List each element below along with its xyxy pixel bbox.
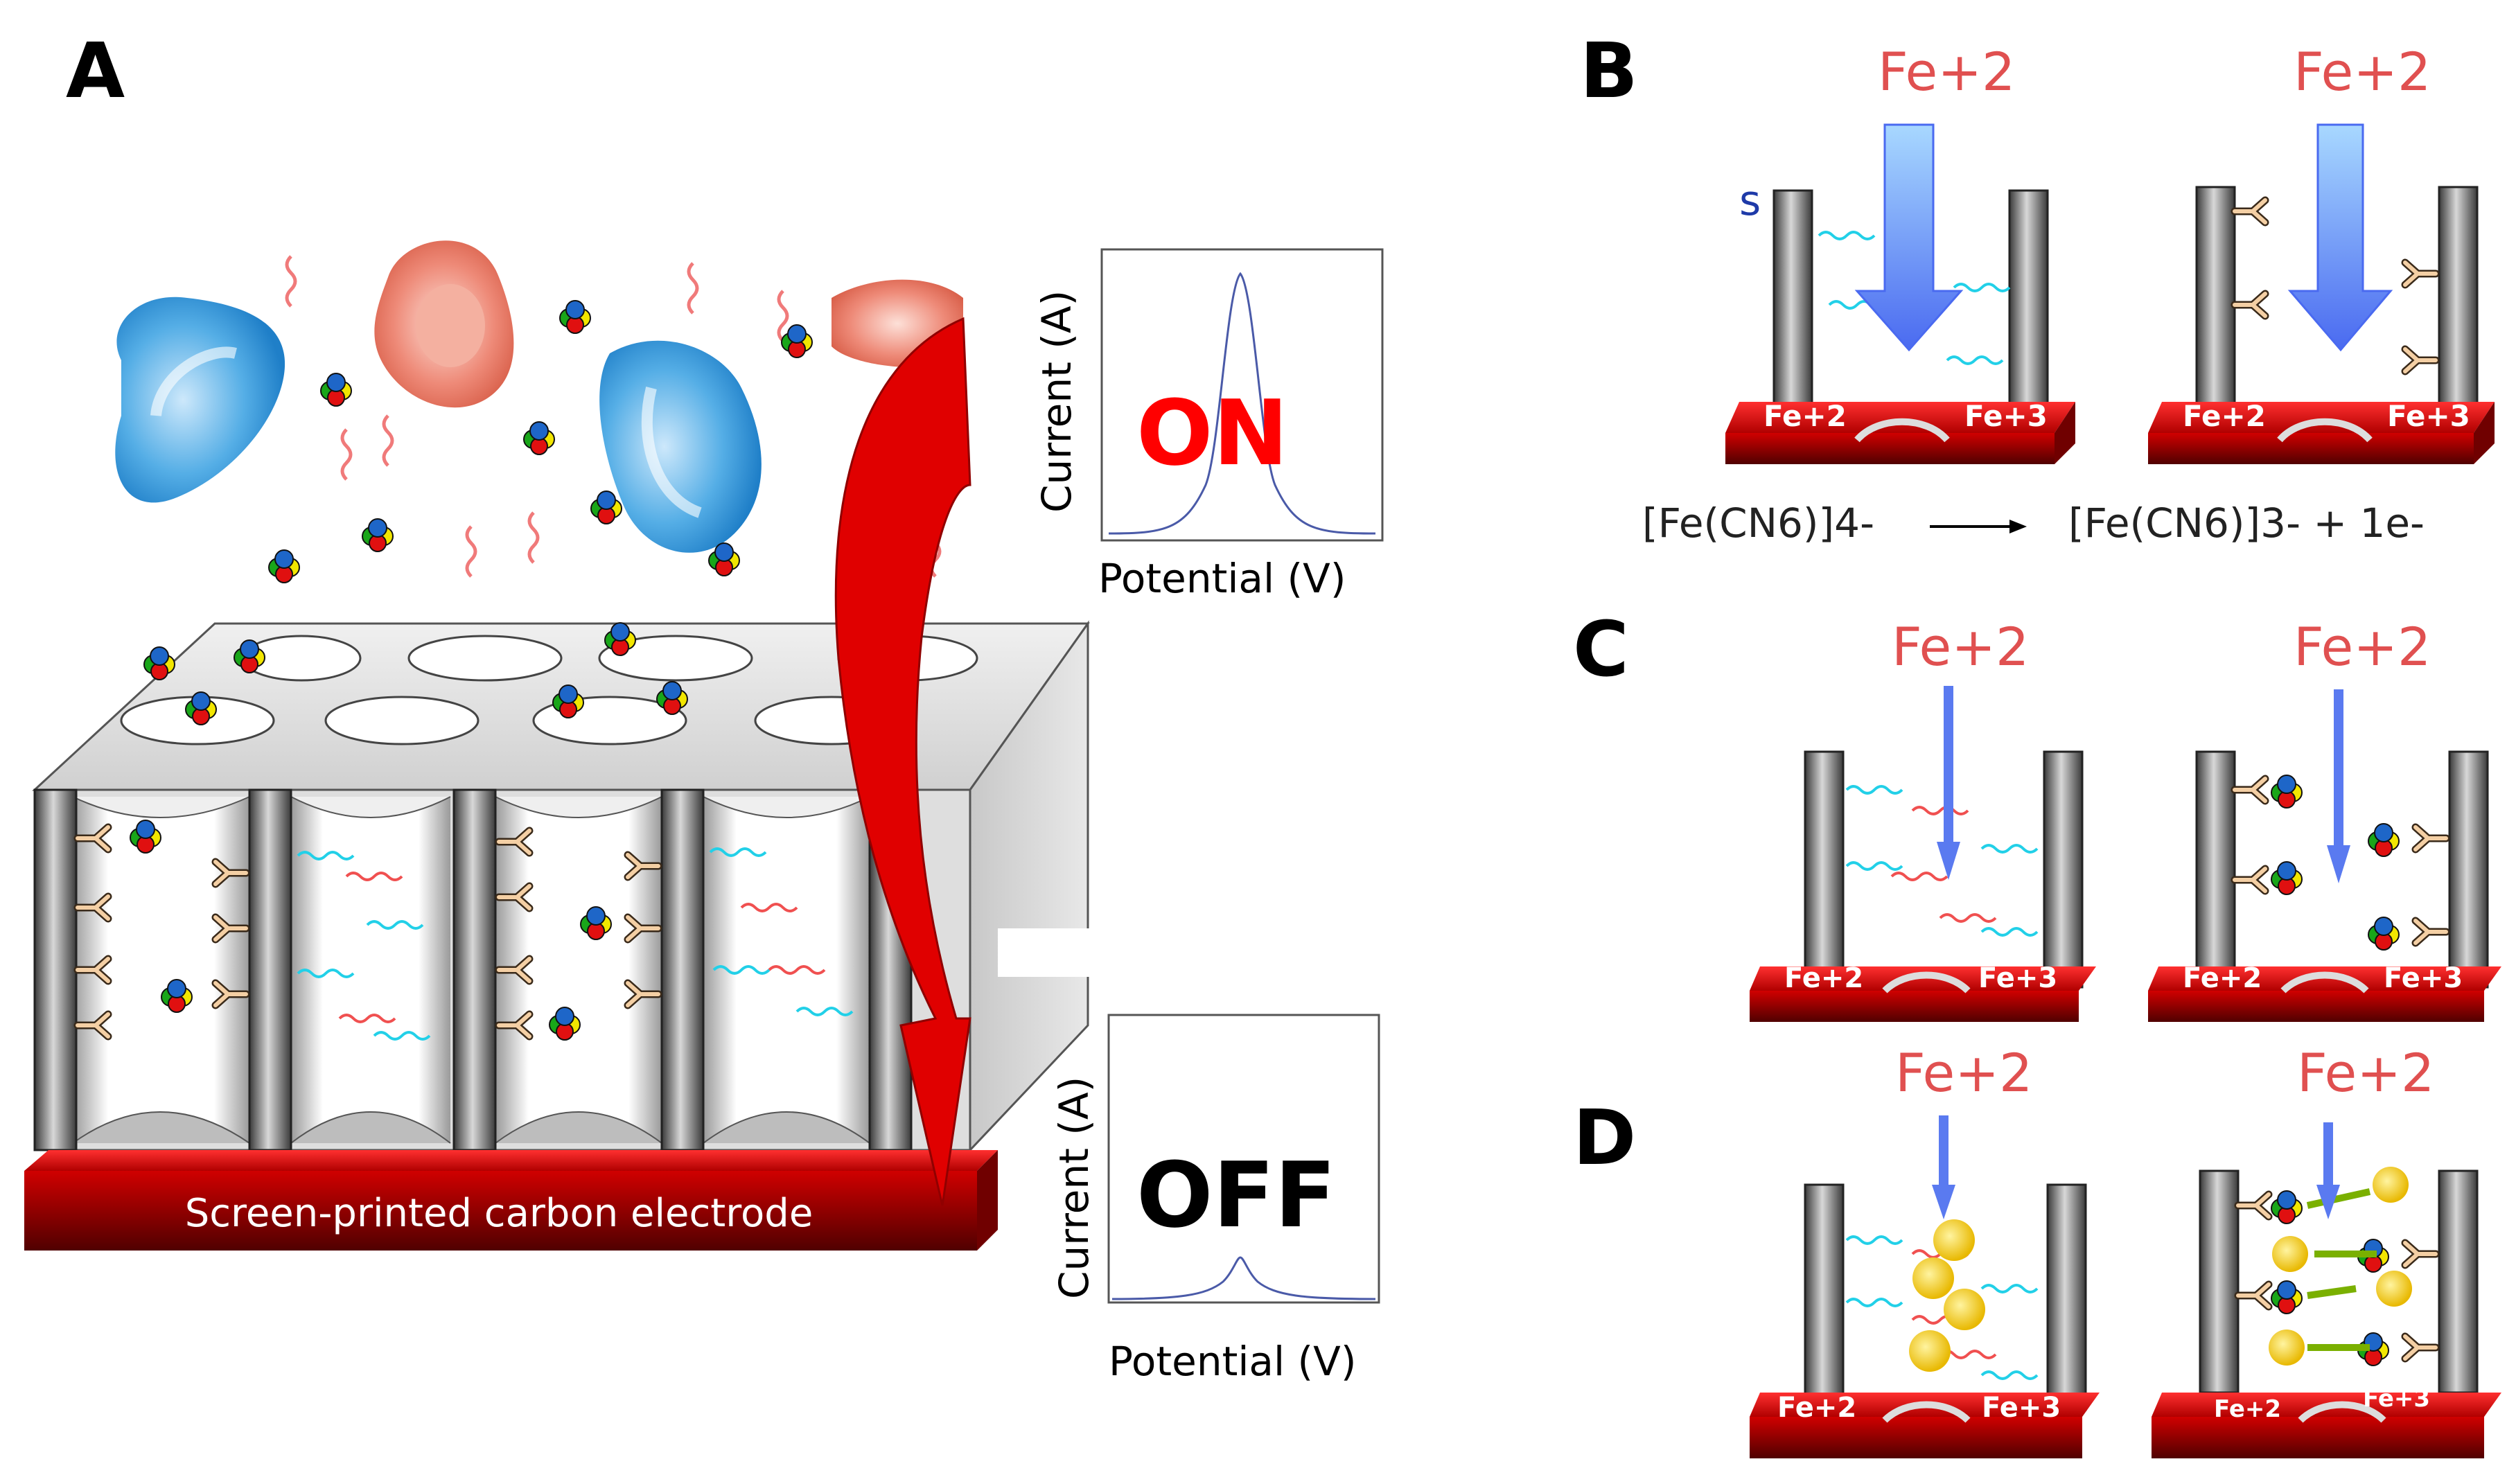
panel-b-right-cell: Fe+2 Fe+2 Fe+3 bbox=[2148, 41, 2495, 464]
panel-d-right-electrode-left: Fe+2 bbox=[2214, 1395, 2281, 1423]
panel-d-left-electrode-left: Fe+2 bbox=[1777, 1392, 1856, 1424]
panel-c-left-electrode-right: Fe+3 bbox=[1978, 962, 2057, 994]
panel-d-left-cell: Fe+2 Fe+2 Fe+3 bbox=[1750, 1042, 2100, 1458]
panel-b-right-arrow bbox=[2287, 123, 2393, 352]
panel-c-letter: C bbox=[1573, 605, 1629, 694]
panel-d-right-cell: Fe+2 Fe+2 Fe+3 bbox=[2152, 1042, 2501, 1458]
plot-on-state: ON bbox=[1136, 380, 1288, 486]
plot-off-frame bbox=[1107, 1014, 1380, 1304]
panel-a: A bbox=[24, 26, 1384, 1385]
plot-off-curve bbox=[1111, 1256, 1376, 1300]
panel-d-left-electrode-right: Fe+3 bbox=[1982, 1392, 2061, 1424]
panel-c-right-ion: Fe+2 bbox=[2294, 616, 2431, 678]
panel-d-right-electrode-right: Fe+3 bbox=[2363, 1385, 2430, 1413]
plot-on-xlabel: Potential (V) bbox=[1098, 555, 1346, 602]
panel-c-right-electrode-right: Fe+3 bbox=[2384, 962, 2463, 994]
panel-b-left-arrow bbox=[1854, 123, 1964, 352]
panel-d: D Fe+2 Fe+2 Fe+3 Fe+2 bbox=[1573, 1042, 2501, 1458]
panel-c-left-ion: Fe+2 bbox=[1892, 616, 2029, 678]
panel-c-right-electrode-left: Fe+2 bbox=[2183, 962, 2262, 994]
panel-b-left-ion: Fe+2 bbox=[1878, 41, 2015, 103]
screen-printed-electrode: Screen-printed carbon electrode bbox=[24, 1150, 998, 1251]
plot-off: OFF Current (A) Potential (V) bbox=[1050, 1014, 1380, 1385]
blue-cell-left bbox=[115, 297, 285, 503]
microwell-block bbox=[32, 620, 1090, 1153]
panel-b-reaction-left: [Fe(CN6)]4- bbox=[1642, 500, 1874, 547]
plot-on-curve bbox=[1108, 272, 1376, 535]
panel-b-letter: B bbox=[1580, 26, 1638, 115]
panel-c-left-cell: Fe+2 Fe+2 Fe+3 bbox=[1750, 616, 2096, 1022]
panel-c: C Fe+2 Fe+2 Fe+3 Fe+2 bbox=[1573, 605, 2501, 1022]
panel-b-left-electrode-left: Fe+2 bbox=[1763, 399, 1847, 433]
panel-b-left-electrode-right: Fe+3 bbox=[1964, 399, 2048, 433]
panel-a-letter: A bbox=[66, 26, 125, 115]
panel-b-left-cell: Fe+2 Fe+2 Fe+3 bbox=[1725, 41, 2075, 464]
red-cell-top bbox=[374, 240, 514, 408]
panel-b-right-electrode-right: Fe+3 bbox=[2387, 399, 2470, 433]
panel-c-right-cell: Fe+2 Fe+2 Fe+3 bbox=[2148, 616, 2501, 1022]
plot-on-frame bbox=[1100, 248, 1384, 542]
plot-off-xlabel: Potential (V) bbox=[1109, 1338, 1356, 1385]
panel-d-letter: D bbox=[1573, 1093, 1636, 1182]
panel-c-left-electrode-left: Fe+2 bbox=[1784, 962, 1863, 994]
panel-d-left-ion: Fe+2 bbox=[1895, 1042, 2032, 1104]
plot-on-ylabel: Current (A) bbox=[1033, 290, 1080, 513]
panel-d-right-ion: Fe+2 bbox=[2297, 1042, 2434, 1104]
red-transfer-arrow bbox=[834, 317, 1095, 1206]
blue-cell-right bbox=[599, 340, 762, 553]
panel-b-stray-mark: s bbox=[1739, 177, 1761, 225]
plot-off-state: OFF bbox=[1136, 1142, 1336, 1248]
panel-b: B s Fe+2 Fe+2 Fe+3 bbox=[1580, 26, 2495, 547]
plot-off-ylabel: Current (A) bbox=[1050, 1077, 1098, 1299]
panel-b-reaction-right: [Fe(CN6)]3- + 1e- bbox=[2068, 500, 2425, 547]
panel-b-right-ion: Fe+2 bbox=[2294, 41, 2431, 103]
electrode-label: Screen-printed carbon electrode bbox=[185, 1191, 813, 1236]
plot-on: ON Current (A) Potential (V) bbox=[1033, 248, 1384, 602]
panel-b-right-electrode-left: Fe+2 bbox=[2183, 399, 2266, 433]
reaction-arrow bbox=[1930, 520, 2027, 533]
